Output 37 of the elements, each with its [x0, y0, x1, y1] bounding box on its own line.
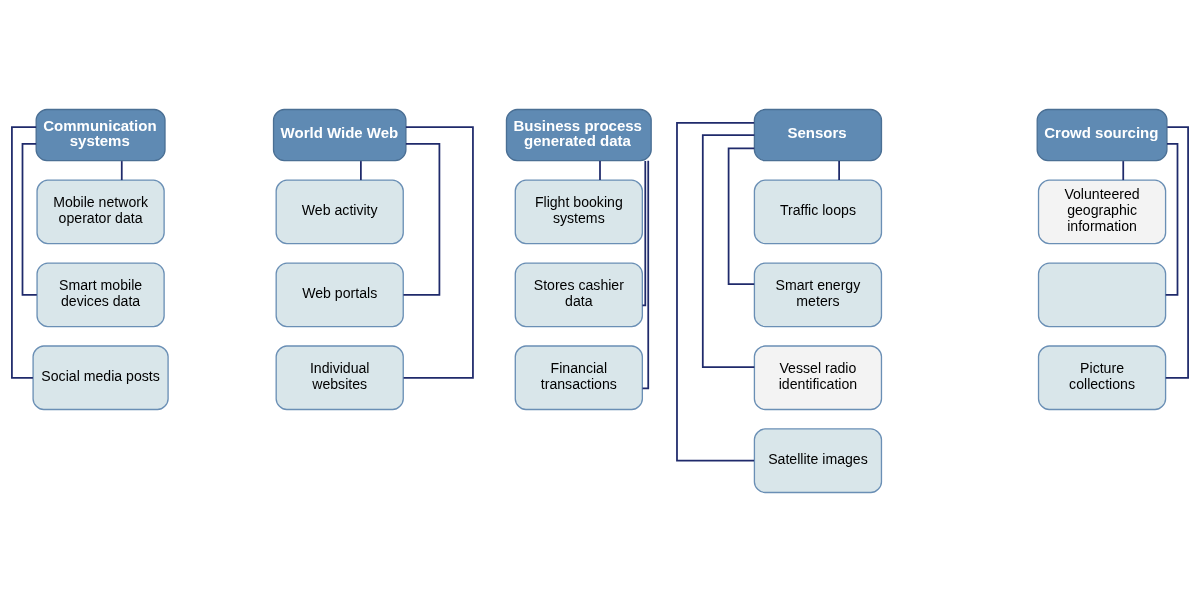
connector	[676, 121, 755, 462]
node-box: Traffic loops	[753, 179, 883, 245]
node-box: Web activity	[275, 179, 404, 245]
connector	[838, 160, 840, 181]
node-box: Web portals	[275, 262, 404, 328]
node-box: Satellite images	[753, 428, 883, 494]
node-box: Flight booking systems	[514, 179, 643, 245]
node-box: Crowd sourcing	[1036, 108, 1168, 162]
node-box: Mobile network operator data	[36, 179, 165, 245]
node-box: Vessel radio identification	[753, 345, 883, 411]
connector	[1164, 126, 1189, 379]
connector	[360, 160, 362, 181]
node-box: World Wide Web	[272, 108, 407, 162]
node-box	[1037, 262, 1167, 328]
connector	[402, 126, 474, 379]
node-box: Individual websites	[275, 345, 404, 411]
node-box: Stores cashier data	[514, 262, 643, 328]
connector	[727, 147, 756, 286]
node-box: Financial transactions	[514, 345, 643, 411]
connector	[599, 160, 601, 181]
node-box: Social media posts	[32, 345, 169, 411]
connector	[641, 160, 647, 307]
node-box: Volunteered geographic information	[1037, 179, 1167, 245]
connector	[11, 126, 37, 379]
connector	[1164, 143, 1179, 296]
connector	[701, 134, 756, 369]
connector	[120, 160, 123, 181]
node-box: Business process generated data	[505, 108, 652, 162]
connector	[1122, 160, 1125, 181]
node-box: Picture collections	[1037, 345, 1167, 411]
connector	[21, 143, 38, 296]
node-box: Smart energy meters	[753, 262, 883, 328]
node-box: Smart mobile devices data	[36, 262, 165, 328]
node-box: Sensors	[753, 108, 883, 162]
node-box: Communication systems	[35, 108, 166, 162]
connector	[402, 143, 441, 296]
connector	[641, 159, 650, 390]
